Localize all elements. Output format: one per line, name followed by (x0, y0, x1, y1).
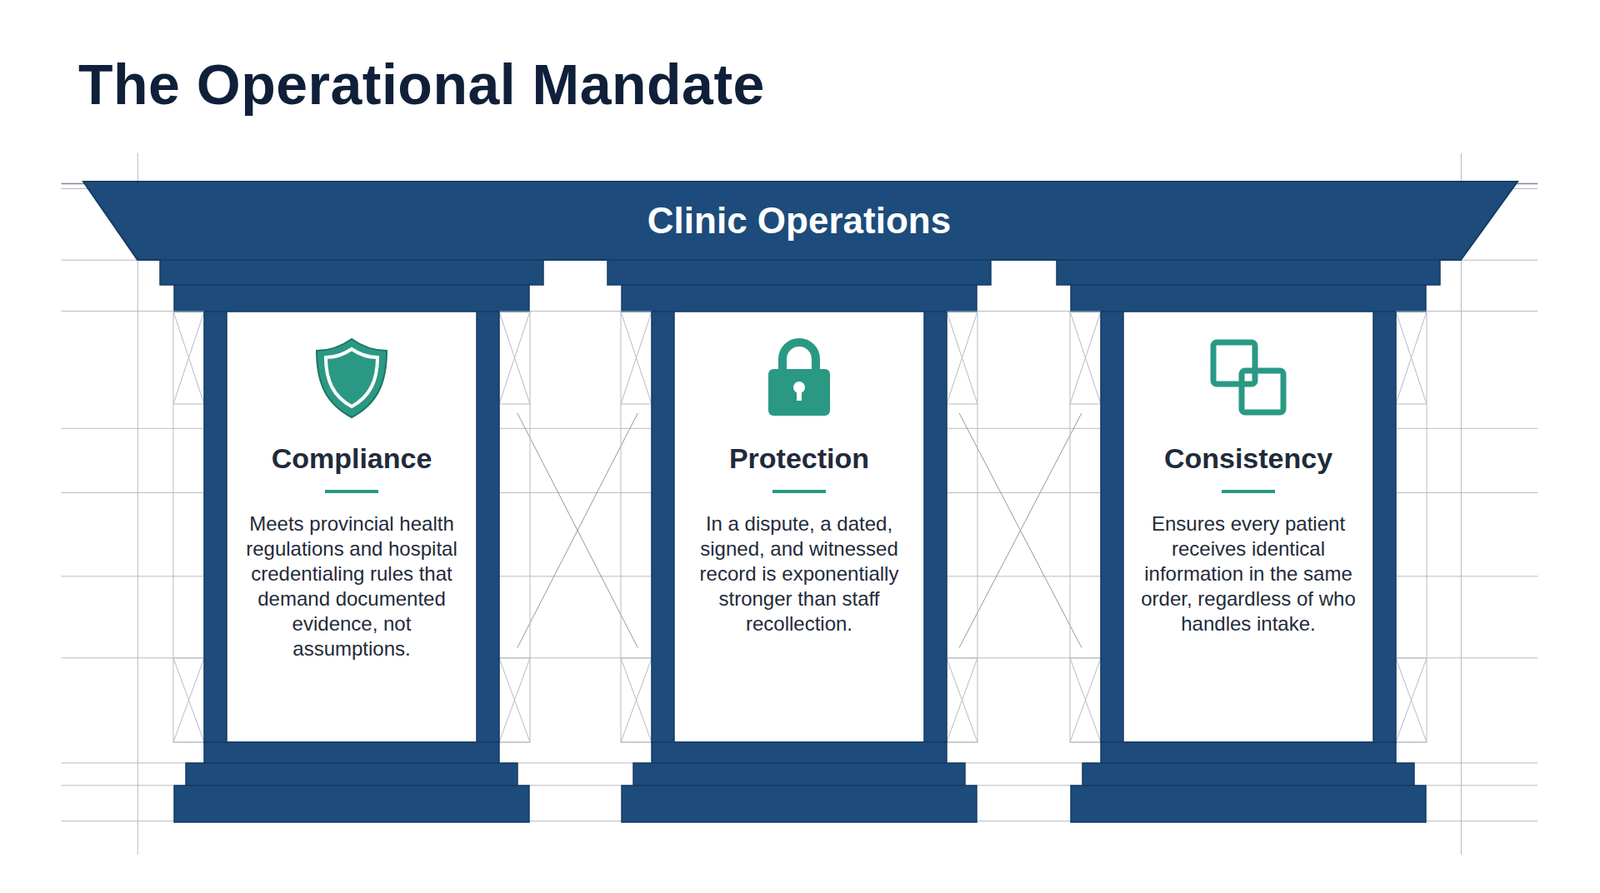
capital-bottom (1070, 285, 1426, 312)
scaffold-tie (946, 404, 978, 405)
scaffold-cross (173, 658, 205, 743)
capital-top (160, 260, 544, 285)
accent-rule (325, 490, 379, 494)
pillar-shape (1056, 260, 1440, 823)
diagram-title: The Operational Mandate (78, 51, 765, 117)
shaft-bar (476, 311, 500, 743)
scaffold-strip (620, 311, 652, 743)
scaffold-cross (620, 311, 652, 405)
base (185, 763, 518, 786)
brace-line (517, 413, 638, 649)
scaffold-tie (1395, 404, 1427, 405)
pillar-card: Protection In a dispute, a dated, signed,… (674, 441, 925, 637)
scaffold-strip (173, 311, 205, 743)
band-label: Clinic Operations (647, 200, 951, 242)
brace-line (517, 413, 638, 649)
scaffold-cross (1395, 658, 1427, 743)
scaffold-cross (499, 658, 530, 743)
grid-lines (60, 153, 1538, 855)
pillar-panel (226, 311, 477, 743)
scaffold-tie (173, 742, 205, 744)
scaffold-tie (1070, 404, 1101, 405)
scaffold-cross (499, 311, 530, 405)
scaffold-tie (499, 658, 530, 660)
accent-rule (772, 490, 826, 494)
pillar-shape (160, 260, 544, 823)
capital-top (1056, 260, 1440, 285)
plinth (621, 785, 977, 823)
scaffold-strip (946, 311, 978, 743)
plinth (174, 785, 530, 823)
scaffold-tie (173, 404, 205, 405)
pillar-heading: Compliance (243, 441, 460, 475)
scaffold-tie (1070, 742, 1101, 744)
base (633, 763, 965, 786)
scaffold-cross (1395, 311, 1427, 405)
scaffold-tie (946, 658, 978, 660)
roof-band: Clinic Operations (141, 183, 1457, 259)
capital-bottom (174, 285, 530, 312)
shaft-bar (204, 311, 227, 743)
base-band (1100, 742, 1396, 764)
pillar-heading: Protection (690, 441, 908, 475)
scaffold-tie (499, 742, 530, 744)
pillar-shape (607, 260, 991, 823)
pillar-heading: Consistency (1140, 441, 1357, 475)
plinth (1070, 785, 1426, 823)
shaft-bar (924, 311, 947, 743)
copy-icon (1213, 342, 1284, 413)
pillar-panel (674, 311, 925, 743)
scaffold-tie (499, 404, 530, 405)
shaft-bar (1100, 311, 1124, 743)
scaffold-strip (1395, 311, 1427, 743)
scaffold-tie (1395, 742, 1427, 744)
scaffold-cross (946, 311, 978, 405)
scaffold-strip (1070, 311, 1101, 743)
accent-rule (1221, 490, 1275, 494)
base-band (204, 742, 500, 764)
pillar-body-text: Meets provincial health regulations and … (243, 511, 460, 662)
shaft-bar (1373, 311, 1396, 743)
pillar-panel (1123, 311, 1374, 743)
pillar-card: ConsistencyEnsures every patient receive… (1123, 441, 1374, 637)
scaffold-strip (499, 311, 530, 743)
scaffold-tie (173, 658, 205, 660)
scaffold-cross (1070, 311, 1101, 405)
scaffold-cross (620, 658, 652, 743)
entablature (83, 181, 1518, 260)
scaffold-tie (1070, 658, 1101, 660)
base (1082, 763, 1415, 786)
scaffold-tie (620, 658, 652, 660)
pillar-body-text: Ensures every patient receives identical… (1140, 511, 1357, 637)
base-band (651, 742, 947, 764)
capital-bottom (621, 285, 977, 312)
lock-icon (768, 342, 830, 416)
scaffold-cross (1070, 658, 1101, 743)
scaffold-tie (946, 742, 978, 744)
shaft-bar (651, 311, 675, 743)
shield-icon (316, 339, 387, 418)
scaffold-tie (620, 742, 652, 744)
pillar-card: ComplianceMeets provincial health regula… (226, 441, 477, 662)
capital-top (607, 260, 991, 285)
scaffold-cross (173, 311, 205, 405)
pillar-body-text: In a dispute, a dated, signed, and witne… (690, 511, 908, 637)
scaffold-tie (620, 404, 652, 405)
scaffold-tie (1395, 658, 1427, 660)
scaffold-cross (946, 658, 978, 743)
